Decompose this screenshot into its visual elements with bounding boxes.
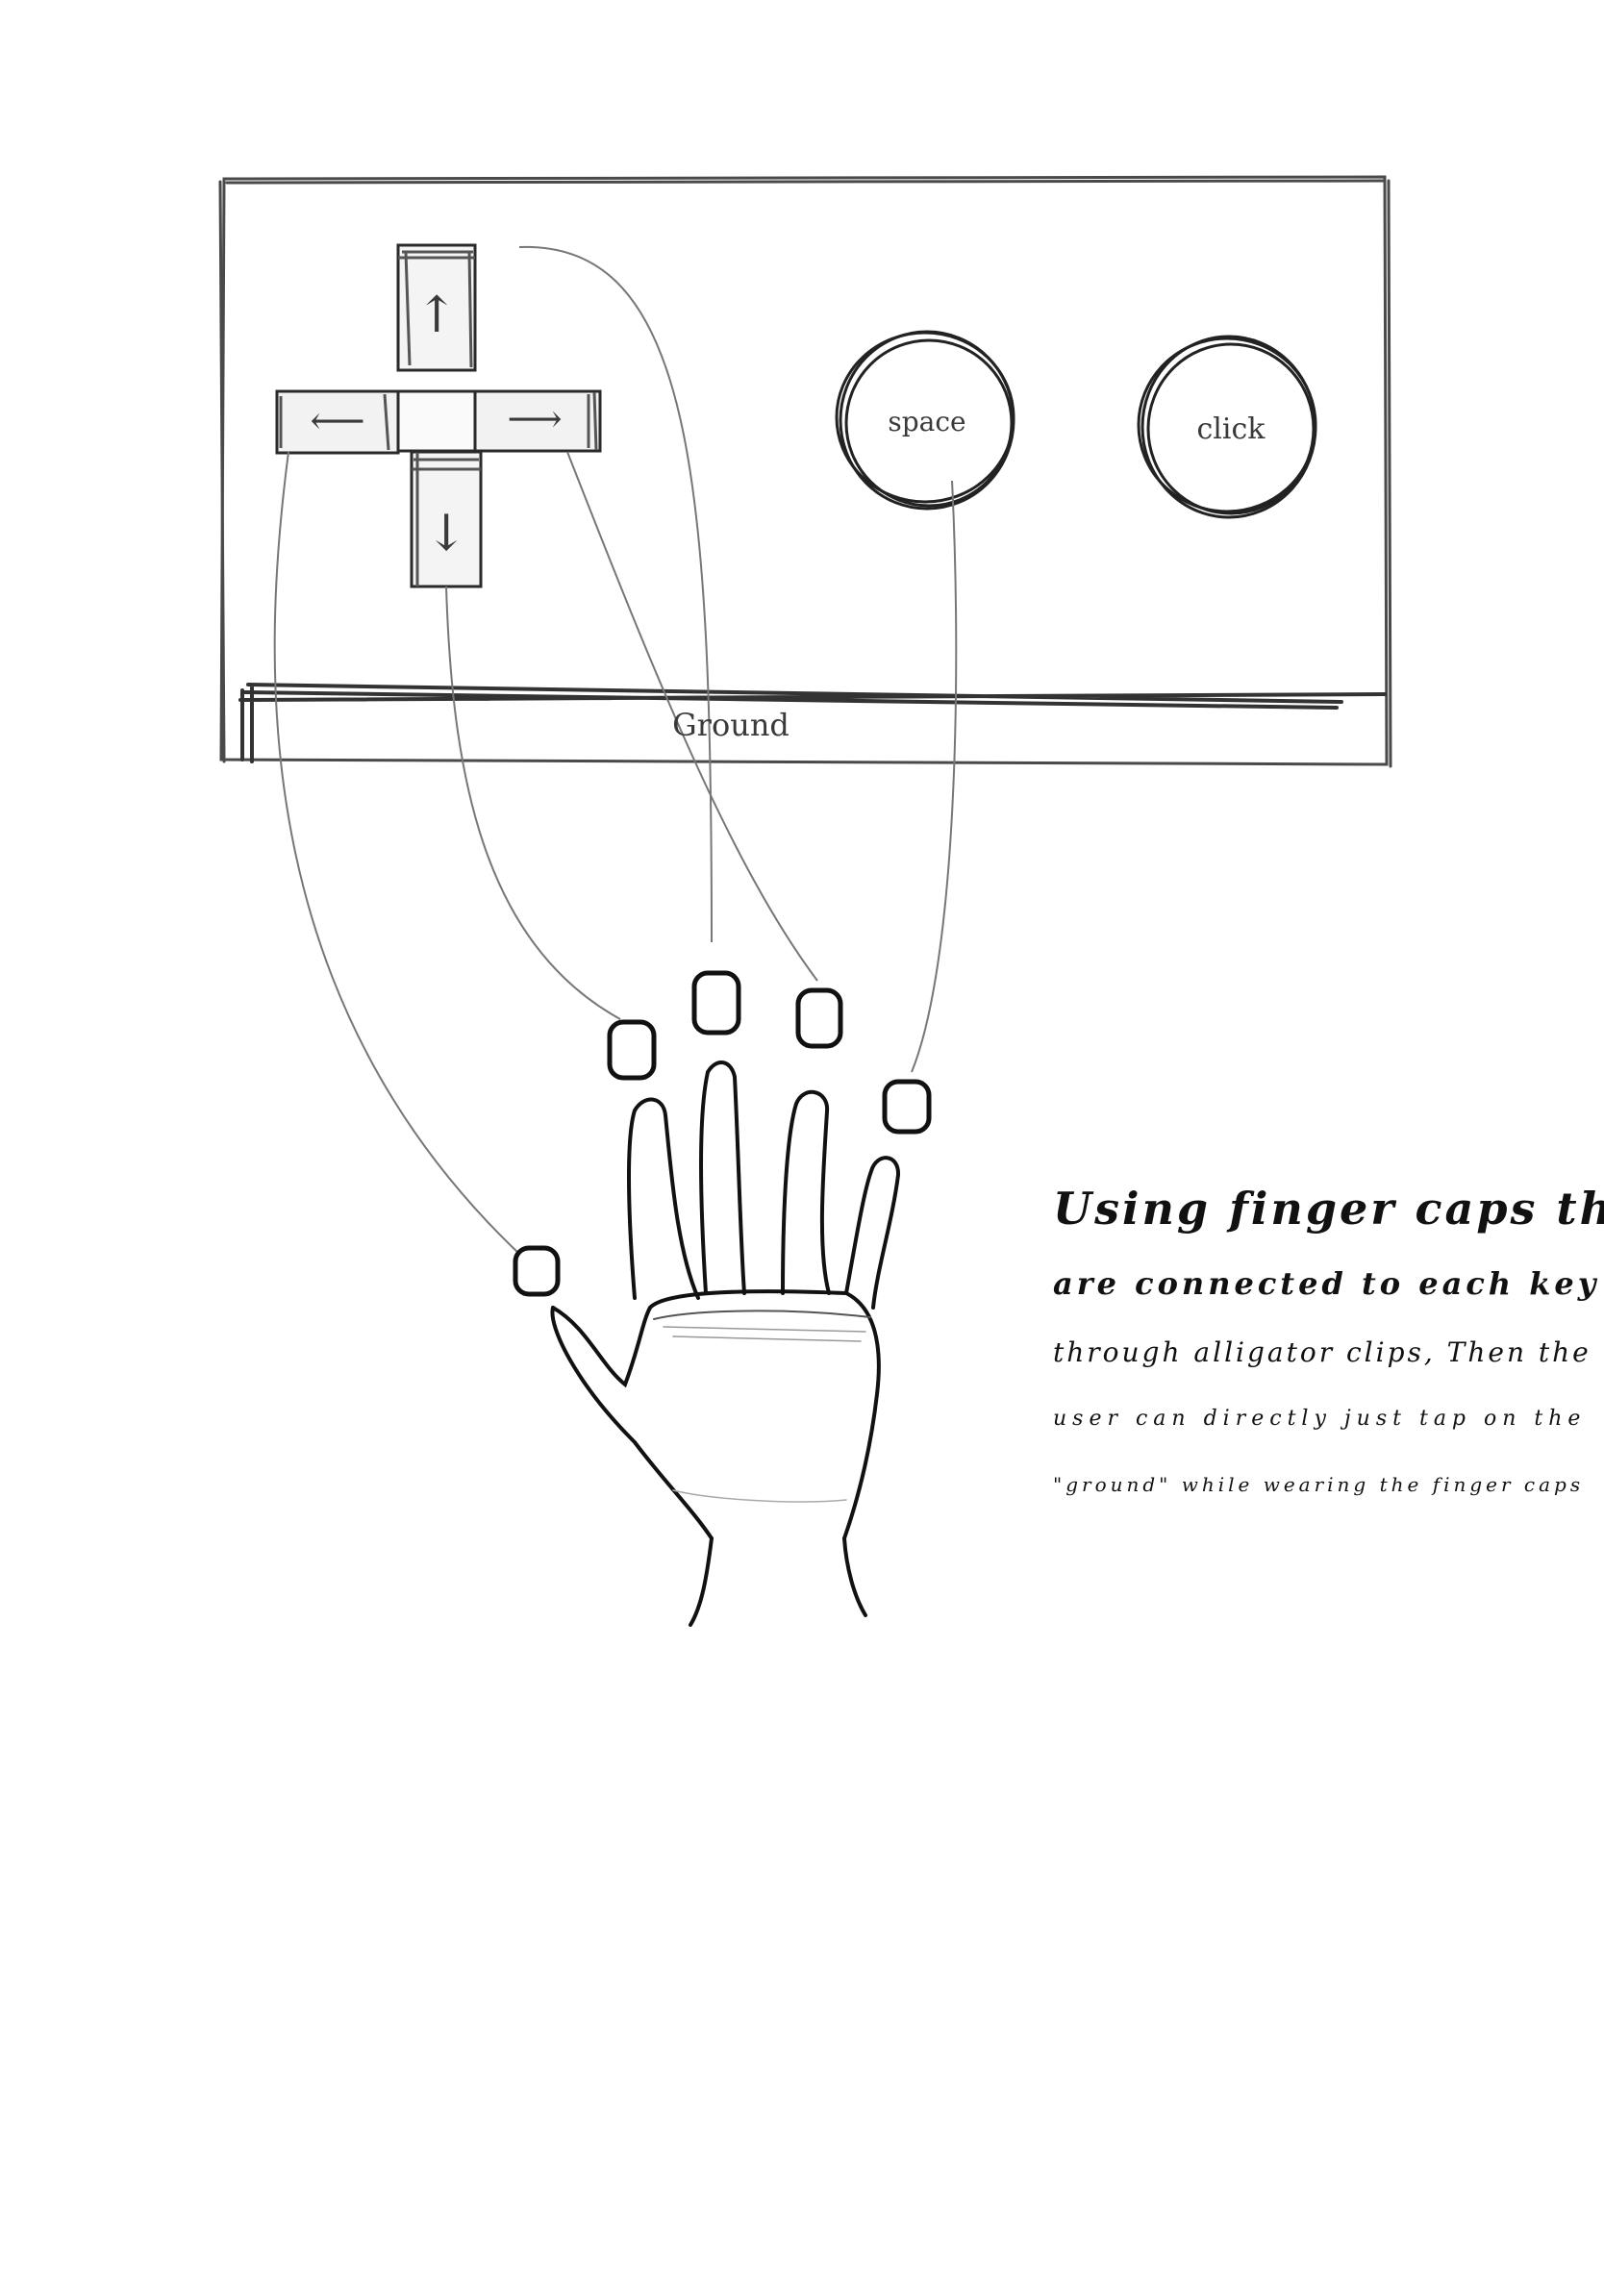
- click-label: click: [1197, 412, 1266, 446]
- finger-cap-index: [607, 1019, 657, 1081]
- space-label: space: [888, 406, 965, 437]
- left-arrow-icon: ⟵: [310, 399, 364, 443]
- finger-cap-ring: [795, 987, 843, 1049]
- up-arrow-icon: ↑: [415, 287, 458, 344]
- space-button[interactable]: [835, 330, 1015, 511]
- right-arrow-icon: ⟶: [507, 397, 562, 441]
- click-button[interactable]: [1137, 335, 1317, 519]
- controller-board: [218, 175, 1392, 768]
- hand: [550, 1061, 901, 1627]
- wire-up: [518, 245, 713, 943]
- wire-down: [445, 586, 621, 1020]
- wire-right: [566, 451, 818, 982]
- note-line-2: are connected to each key: [1053, 1265, 1600, 1302]
- finger-cap-thumb: [513, 1245, 561, 1297]
- dpad-center: [396, 389, 477, 453]
- note-line-3: through alligator clips, Then the: [1053, 1336, 1591, 1368]
- ground-label: Ground: [672, 707, 789, 743]
- finger-cap-middle: [691, 970, 741, 1036]
- wire-space: [911, 480, 958, 1073]
- wires: [273, 245, 958, 1268]
- explanation-note: Using finger caps that are connected to …: [1053, 1183, 1604, 1496]
- note-line-4: user can directly just tap on the: [1053, 1407, 1587, 1431]
- up-key[interactable]: [396, 243, 477, 372]
- note-line-1: Using finger caps that: [1053, 1183, 1604, 1235]
- wire-left: [273, 451, 535, 1268]
- down-key[interactable]: [410, 450, 483, 588]
- note-line-5: "ground" while wearing the finger caps: [1053, 1473, 1585, 1496]
- down-arrow-icon: ↓: [425, 505, 467, 562]
- finger-caps: [513, 970, 932, 1297]
- dpad: [275, 243, 602, 588]
- finger-cap-pinky: [882, 1079, 932, 1135]
- right-key[interactable]: [473, 389, 602, 453]
